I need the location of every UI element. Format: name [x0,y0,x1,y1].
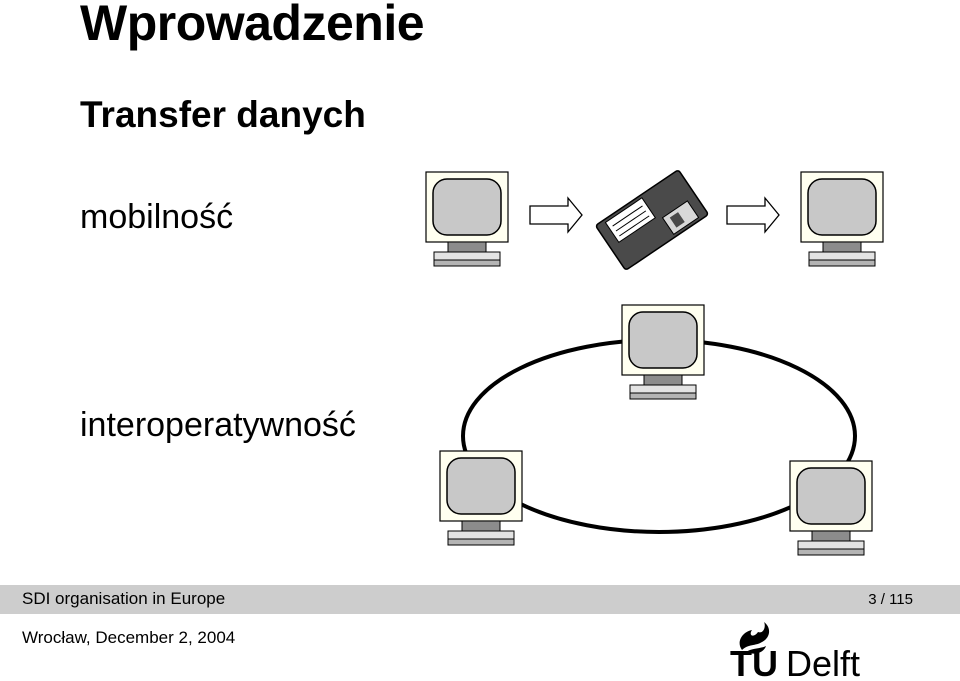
network-computer-left-icon [439,450,523,546]
course-title: SDI organisation in Europe [22,589,226,608]
network-computer-right-icon [789,460,873,556]
topic-interoperability: interoperatywność [80,406,356,444]
source-computer-icon [425,171,509,267]
network-computer-top-icon [621,304,705,400]
tudelft-logo: TU Delft [730,622,860,678]
floppy-disk-icon [595,170,709,270]
arrow-right-icon [726,197,780,233]
page-number: 3 / 115 [868,591,913,608]
topic-mobility: mobilność [80,198,234,236]
arrow-right-icon [529,197,583,233]
svg-text:Delft: Delft [786,643,860,678]
flame-icon [739,622,770,654]
slide-subtitle: Transfer danych [80,94,366,135]
place-date: Wrocław, December 2, 2004 [22,628,236,647]
data-transfer-diagram [425,170,884,556]
svg-text:TU: TU [730,643,778,678]
footer-bar: SDI organisation in Europe 3 / 115 [0,585,960,614]
slide-title: Wprowadzenie [80,0,425,51]
destination-computer-icon [800,171,884,267]
